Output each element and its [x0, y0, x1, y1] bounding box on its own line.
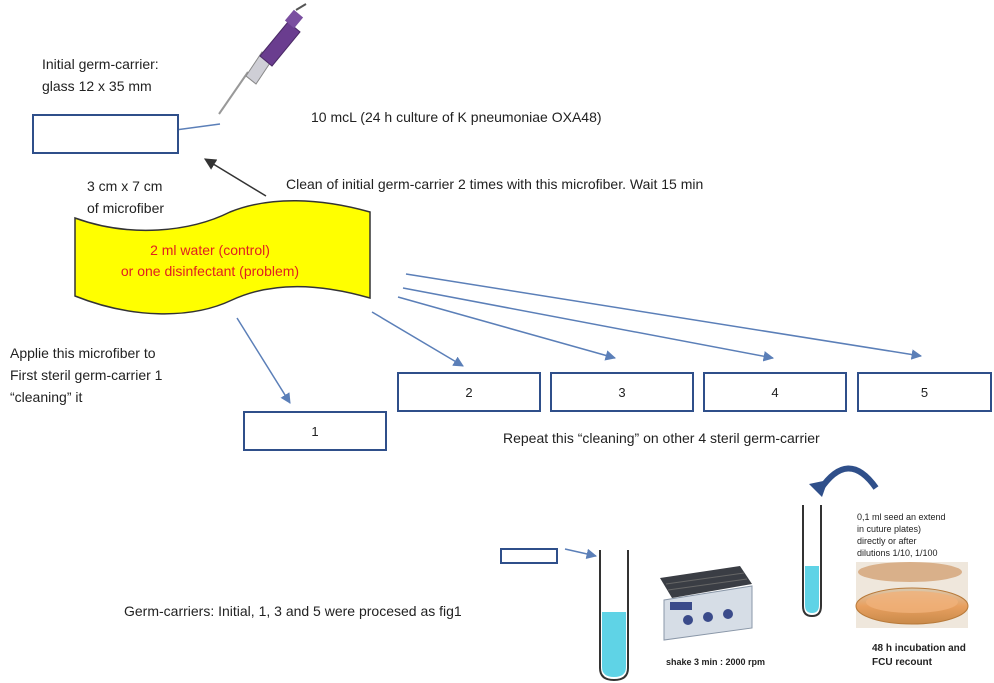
initial-carrier-label-2: glass 12 x 35 mm	[42, 78, 152, 94]
arrow-to-carrier-5	[405, 273, 923, 360]
germ-carrier-2: 2	[397, 372, 541, 412]
microfiber-cloth	[74, 200, 371, 315]
incubation-label-1: 48 h incubation and	[872, 643, 966, 654]
shaker-icon	[660, 566, 753, 641]
clean-arrow	[203, 158, 267, 197]
arrow-to-carrier-2	[371, 311, 464, 367]
small-test-tube-icon	[802, 505, 822, 618]
seed-label-2: in cuture plates)	[857, 524, 922, 534]
apply-label-2: First steril germ-carrier 1	[10, 367, 163, 383]
germ-carrier-3: 3	[550, 372, 694, 412]
pipette-icon	[218, 3, 307, 115]
solution-label-2: or one disinfectant (problem)	[120, 263, 300, 279]
seed-label-3: directly or after	[857, 536, 917, 546]
arrow-to-carrier-3	[397, 296, 617, 361]
shake-note: shake 3 min : 2000 rpm	[666, 657, 766, 667]
pipette-volume-label: 10 mcL (24 h culture of K pneumoniae OXA…	[311, 109, 602, 125]
initial-carrier-label-1: Initial germ-carrier:	[42, 56, 159, 72]
culture-plate-icon	[855, 562, 969, 628]
processed-note: Germ-carriers: Initial, 1, 3 and 5 were …	[124, 603, 462, 619]
germ-carrier-4: 4	[703, 372, 847, 412]
arrow-to-carrier-1	[236, 317, 291, 404]
microfiber-size-label-2: of microfiber	[87, 200, 165, 216]
apply-label-3: “cleaning” it	[10, 389, 83, 405]
curved-arrow-icon	[817, 465, 879, 492]
arrow-to-carrier-4	[402, 287, 775, 362]
microfiber-size-label-1: 3 cm x 7 cm	[87, 178, 163, 194]
germ-carrier-5: 5	[857, 372, 992, 412]
germ-carrier-1: 1	[243, 411, 387, 451]
test-tube-icon	[599, 550, 629, 682]
clean-instruction: Clean of initial germ-carrier 2 times wi…	[286, 176, 704, 192]
arrow-to-tube	[564, 548, 598, 560]
repeat-instruction: Repeat this “cleaning” on other 4 steril…	[503, 430, 820, 446]
seed-label-1: 0,1 ml seed an extend	[857, 512, 946, 522]
initial-germ-carrier	[32, 114, 179, 154]
small-germ-carrier	[500, 548, 558, 564]
seed-label-4: dilutions 1/10, 1/100	[857, 548, 938, 558]
incubation-label-2: FCU recount	[872, 657, 932, 668]
solution-label-1: 2 ml water (control)	[150, 242, 270, 258]
apply-label-1: Applie this microfiber to	[10, 345, 156, 361]
